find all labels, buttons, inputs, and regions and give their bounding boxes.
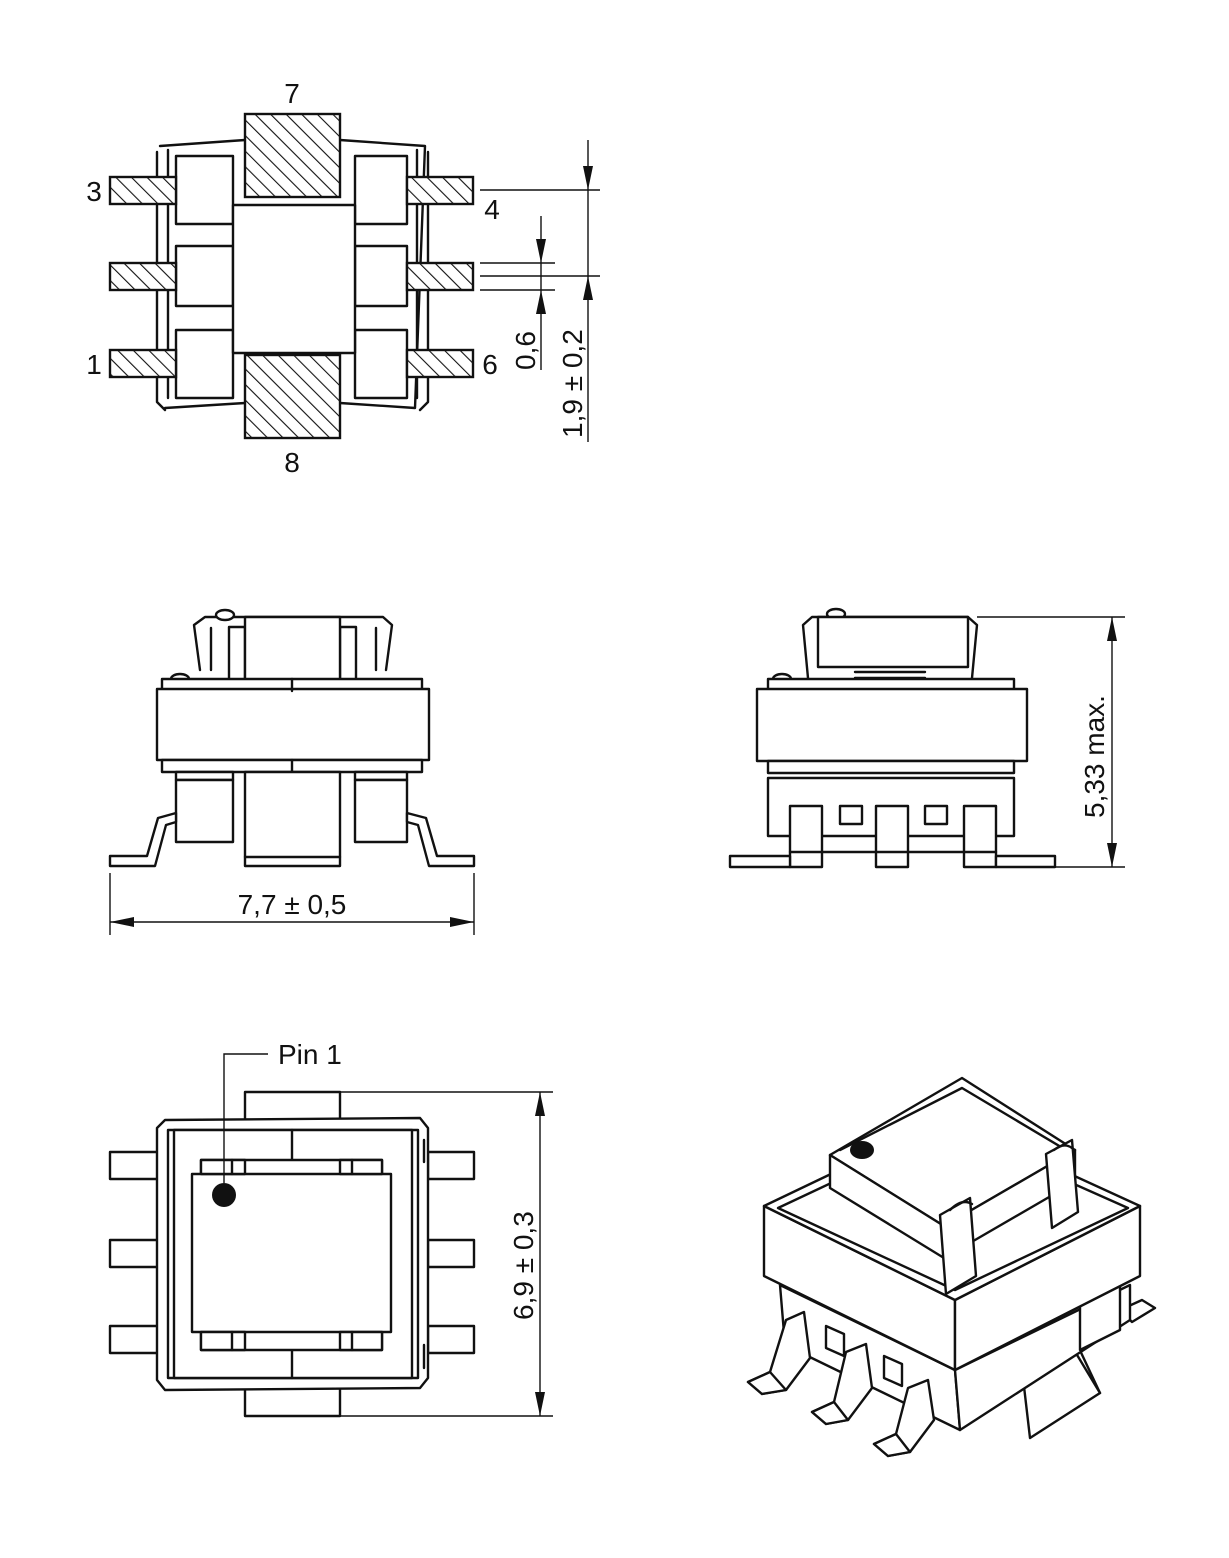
pad-width-dimension: 0,6 <box>510 331 541 370</box>
height-max-dimension: 5,33 max. <box>1079 695 1110 818</box>
pin-1-pad <box>108 348 178 379</box>
pin1-marker-label: Pin 1 <box>278 1039 342 1070</box>
pad-pitch-dimension: 1,9 ± 0,2 <box>557 329 588 438</box>
pin-3-label: 3 <box>86 176 102 207</box>
pin-6-pad <box>405 348 475 379</box>
pin-2-pad <box>108 261 178 292</box>
top-footprint-view: 7 3 4 1 6 8 0,6 1,9 ± 0,2 <box>86 78 600 478</box>
pin-4-pad <box>405 175 475 206</box>
pin1-marker-dot <box>212 1183 236 1207</box>
iso-pin1-dot <box>850 1141 874 1159</box>
total-width-dimension: 7,7 ± 0,5 <box>238 889 347 920</box>
pin-3-pad <box>108 175 178 206</box>
pin-1-label: 1 <box>86 349 102 380</box>
pin-7-pad <box>243 112 342 199</box>
body-length-dimension: 6,9 ± 0,3 <box>508 1211 539 1320</box>
pin-7-label: 7 <box>284 78 300 109</box>
right-side-view: 5,33 max. <box>728 607 1125 869</box>
front-side-view: 7,7 ± 0,5 <box>108 608 476 935</box>
isometric-view <box>746 1076 1157 1458</box>
pin-6-label: 6 <box>482 349 498 380</box>
bottom-view: Pin 1 6,9 ± 0,3 <box>108 1039 553 1418</box>
pin-5-pad <box>405 261 475 292</box>
pin-8-label: 8 <box>284 447 300 478</box>
pin-4-label: 4 <box>484 194 500 225</box>
pin-8-pad <box>243 353 342 440</box>
